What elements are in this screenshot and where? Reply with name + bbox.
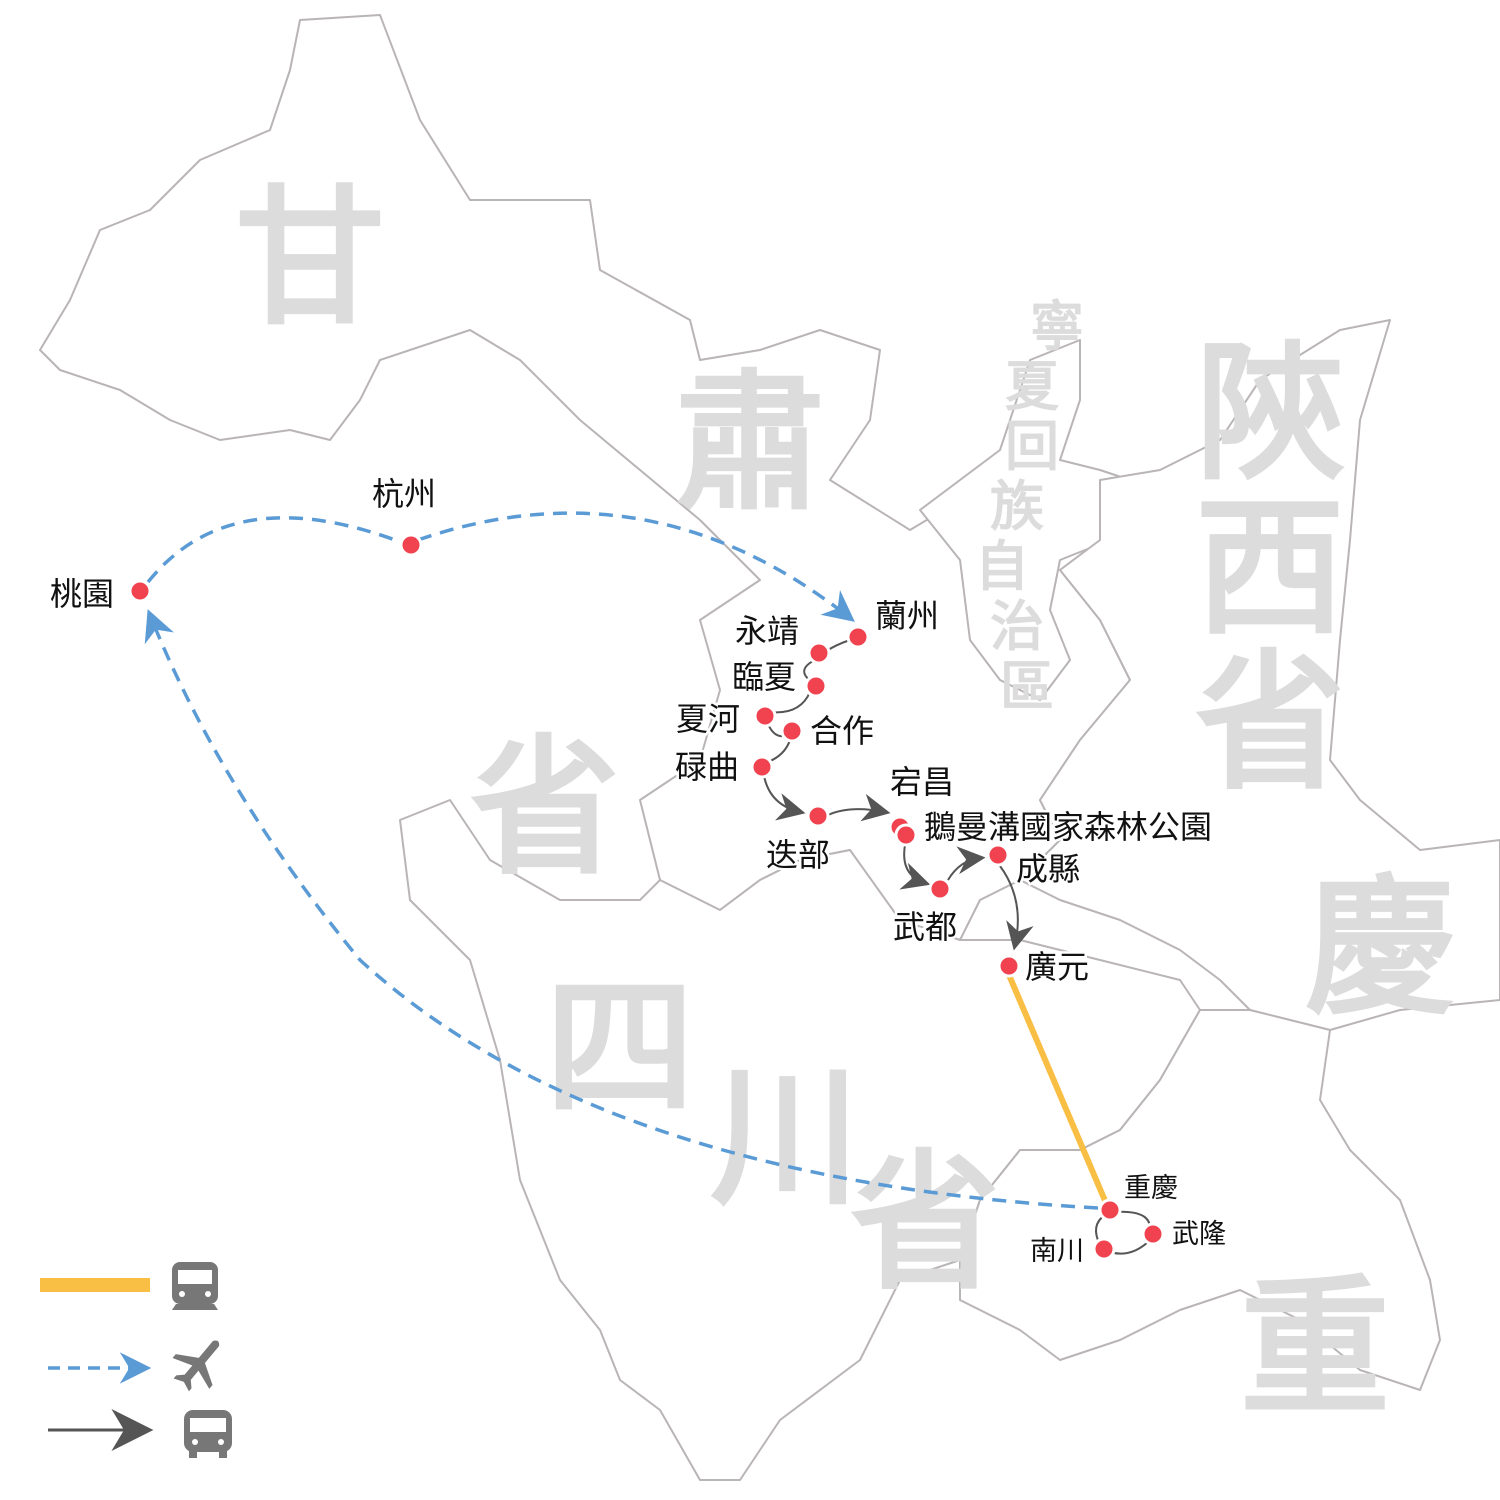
region-label-shaanxi: 陝 (1195, 327, 1345, 501)
region-label-sichuan: 川 (710, 1052, 860, 1226)
train-icon (172, 1262, 218, 1310)
city-label-nanchuan: 南川 (1030, 1236, 1084, 1267)
city-marker[interactable] (806, 804, 830, 828)
city-label-taoyuan: 桃園 (50, 575, 114, 613)
svg-text:寧: 寧 (1030, 295, 1084, 358)
city-label-guanegou: 鵝曼溝國家森林公園 (924, 808, 1212, 846)
city-marker[interactable] (128, 579, 152, 603)
city-markers (128, 533, 1165, 1261)
city-marker[interactable] (846, 625, 870, 649)
region-label-shaanxi: 西 (1195, 482, 1345, 656)
city-label-linxia: 臨夏 (732, 658, 796, 696)
airplane-icon (172, 1340, 220, 1392)
region-label-gansu: 肅 (675, 357, 825, 531)
chongqing-outline (959, 1009, 1441, 1391)
city-marker[interactable] (753, 704, 777, 728)
city-label-chongqing: 重慶 (1124, 1173, 1178, 1204)
city-label-wudu: 武都 (893, 908, 957, 946)
city-marker[interactable] (1092, 1237, 1116, 1261)
city-label-tanchang: 宕昌 (890, 763, 954, 801)
flight-route-taoyuan-hangzhou (146, 516, 396, 584)
city-label-yongjing: 永靖 (735, 612, 799, 650)
flight-route-hangzhou-lanzhou (417, 511, 855, 622)
region-label-sichuan: 四 (545, 962, 695, 1136)
train-route-guangyuan-chongqing (1006, 973, 1109, 1205)
city-label-hangzhou: 杭州 (372, 475, 436, 513)
city-marker[interactable] (1141, 1222, 1165, 1246)
city-label-xiahe: 夏河 (676, 700, 740, 738)
region-label-gansu: 省 (470, 722, 620, 896)
city-label-wulong: 武隆 (1172, 1219, 1226, 1250)
shaanxi-outline (1019, 319, 1500, 1031)
city-marker[interactable] (986, 843, 1010, 867)
city-marker[interactable] (399, 533, 423, 557)
city-marker[interactable] (804, 674, 828, 698)
ningxia-outline (919, 339, 1131, 701)
city-marker[interactable] (1098, 1198, 1122, 1222)
region-label-gansu: 甘 (235, 172, 385, 346)
region-label-chongqing: 重 (1240, 1262, 1390, 1436)
city-marker[interactable] (750, 755, 774, 779)
region-label-chongqing: 慶 (1305, 862, 1455, 1036)
city-label-hezuo: 合作 (810, 712, 874, 750)
svg-text:治: 治 (990, 595, 1044, 658)
region-label-shaanxi: 省 (1195, 637, 1345, 811)
city-label-guangyuan: 廣元 (1025, 948, 1089, 986)
region-label-sichuan: 省 (850, 1137, 1000, 1311)
flight-route-chongqing-taoyuan (144, 609, 1099, 1210)
city-marker[interactable] (780, 719, 804, 743)
svg-text:自: 自 (975, 535, 1029, 598)
city-label-luqu: 碌曲 (675, 748, 739, 786)
city-label-lanzhou: 蘭州 (875, 597, 939, 635)
city-label-chengxian: 成縣 (1016, 850, 1080, 888)
legend (40, 1262, 232, 1458)
svg-text:區: 區 (1000, 655, 1054, 718)
region-label-ningxia: 寧 夏 回 族 自 治 區 (975, 295, 1084, 718)
city-marker[interactable] (807, 641, 831, 665)
city-marker[interactable] (928, 877, 952, 901)
svg-text:夏: 夏 (1005, 355, 1060, 418)
city-marker[interactable] (997, 954, 1021, 978)
svg-text:族: 族 (990, 475, 1044, 538)
svg-text:回: 回 (1005, 415, 1059, 478)
city-label-diebu: 迭部 (766, 836, 830, 874)
bus-icon (184, 1410, 232, 1458)
city-marker[interactable] (894, 823, 918, 847)
